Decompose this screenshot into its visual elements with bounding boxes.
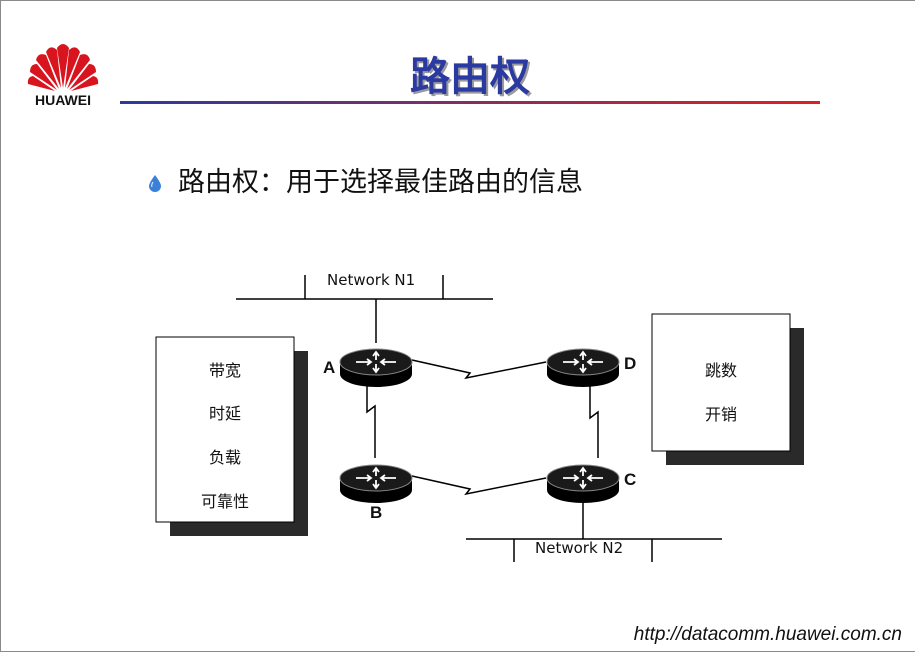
network-n1-bus bbox=[236, 275, 493, 300]
network-n2-bus bbox=[466, 538, 722, 562]
huawei-petals-icon bbox=[27, 44, 99, 91]
router-d-icon bbox=[546, 348, 620, 387]
link-b-c bbox=[411, 475, 547, 496]
link-a-b bbox=[366, 384, 376, 458]
logo-text: HUAWEI bbox=[35, 92, 91, 108]
left-metrics-box bbox=[155, 336, 308, 536]
metric-reliability: 可靠性 bbox=[200, 492, 249, 511]
huawei-logo: HUAWEI bbox=[24, 34, 102, 114]
network-n1-label: Network N1 bbox=[327, 271, 416, 289]
bullet-text: 路由权：用于选择最佳路由的信息 bbox=[178, 167, 583, 198]
footer-url: http://datacomm.huawei.com.cn bbox=[633, 624, 902, 645]
metric-delay: 时延 bbox=[208, 404, 241, 423]
metric-load: 负载 bbox=[208, 448, 241, 467]
link-d-c bbox=[589, 384, 599, 458]
router-a-label: A bbox=[323, 358, 336, 377]
router-c-label: C bbox=[624, 470, 637, 489]
metric-cost: 开销 bbox=[704, 405, 737, 424]
title-rule bbox=[120, 101, 820, 104]
page-title: 路由权 bbox=[410, 54, 530, 100]
router-a-icon bbox=[339, 348, 413, 387]
right-metrics-box bbox=[651, 313, 804, 465]
network-n2-label: Network N2 bbox=[535, 539, 624, 557]
water-drop-icon bbox=[149, 175, 161, 192]
router-b-icon bbox=[339, 464, 413, 503]
router-b-label: B bbox=[370, 503, 383, 522]
metric-bandwidth: 带宽 bbox=[208, 361, 241, 380]
link-a-d bbox=[411, 359, 547, 380]
router-d-label: D bbox=[624, 354, 637, 373]
metric-hop-count: 跳数 bbox=[704, 361, 737, 380]
router-c-icon bbox=[546, 464, 620, 503]
